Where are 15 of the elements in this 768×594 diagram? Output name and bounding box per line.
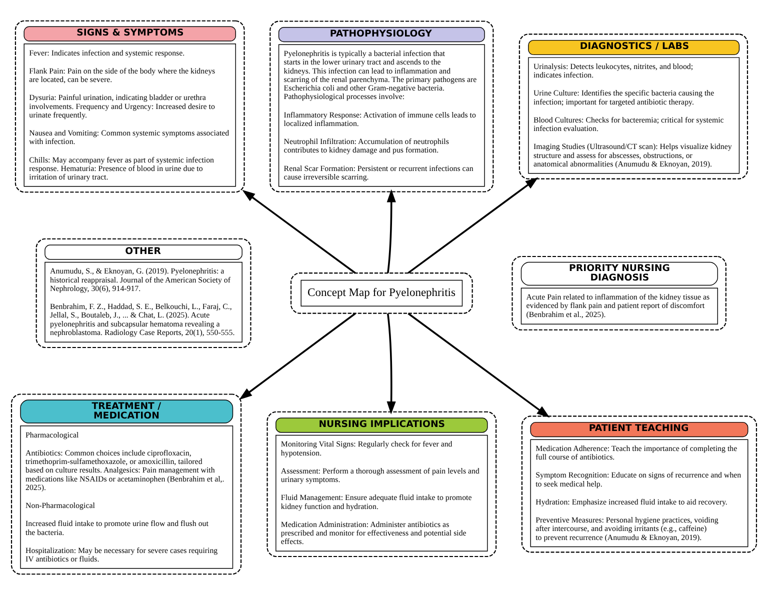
arrow — [386, 312, 396, 414]
node-box: TREATMENT / MEDICATION Pharmacological Antibiotics: Common choices include ciprofloxacin, trimethoprim-sulfamethoxazole, or amoxicillin, tailored based on culture results. Analgesics: Pain management with medications like NSAIDs or acetaminophen (Benbrahim et al,. 2025). Non-Pharmacological Increased fluid intake to promote urine flow and flush out the bacteria. Hospitalization: May be necessary for severe cases requiring IV antibiotics or fluids. — [10, 393, 242, 574]
node-box: PATHOPHYSIOLOGY Pyelonephritis is typically a bacterial infection that starts in the lower urinary tract and ascends to the kidneys. This infection can lead to inflammation and scarring of the renal parenchyma. The primary pathogens are Escherichia coli and other Gram-negative bacteria. Pathophysiological processes involve: Inflammatory Response: Activation of immune cells leads to localized inflammation. Neutrophil Infiltration: Accumulation of neutrophils contributes to kidney damage and pus formation. Renal Scar Formation: Persistent or recurrent infections can cause irreversible scarring. — [270, 20, 494, 192]
node-box: SIGNS & SYMPTOMS Fever: Indicates infection and systemic response. Flank Pain: Pain on the side of the body where the kidneys are located, can be severe. Dysuria: Painful urination, indicating bladder or urethra involvements. Frequency and Urgency: Increased desire to urinate frequently. Nausea and Vomiting: Common systemic symptoms associated with infection. Chills: May accompany fever as part of systemic infection response. Hematuria: Presence of blood in urine due to irritation of urinary tract. — [14, 20, 245, 192]
arrow — [408, 312, 550, 418]
node-box: OTHER Anumudu, S., & Eknoyan, G. (2019). Pyelonephritis: a historical reappraisal. Journal of the American Society of Nephrology, 30(6), 914-917. Benbrahim, F. Z., Haddad, S. E., Belkouchi, L., Faraj, C., Jellal, S., Boutaleb, J., ... & Chat, L. (2025). Acute pyelonephritis and subcapsular hematoma revealing a nephroblastoma. Radiology Case Reports, 20(1), 550-555. — [36, 238, 252, 348]
arrow — [386, 188, 396, 273]
node-box: NURSING IMPLICATIONS Monitoring Vital Signs: Regularly check for fever and hypotension. Assessment: Perform a thorough assessment of pain levels and urinary symptoms. Fluid Management: Ensure adequate fluid intake to promote kidney function and hydration. Medication Administration: Administer antibiotics as prescribed and monitor for effectiveness and potential side effects. — [266, 410, 497, 557]
node-box: PATIENT TEACHING Medication Adherence: Teach the importance of completing the full course of antibiotics. Symptom Recognition: Educate on signs of recurrence and when to seek medical help. Hydration: Emphasize increased fluid intake to aid recovery. Preventive Measures: Personal hygiene practices, voiding after intercourse, and avoiding irritants (e.g., caffeine) to prevent recurrence (Anumudu & Eknoyan, 2019). — [521, 415, 758, 552]
node-box: DIAGNOSTICS / LABS Urinalysis: Detects leukocytes, nitrites, and blood; indicates infection. Urine Culture: Identifies the specific bacteria causing the infection; important for targeted antibiotic therapy. Blood Cultures: Checks for bacteremia; critical for systemic infection evaluation. Imaging Studies (Ultrasound/CT scan): Helps visualize kidney structure and assess for abscesses, obstructions, or anatomical abnormalities (Anumudu & Eknoyan, 2019). — [518, 33, 748, 179]
node-box: PRIORITY NURSING DIAGNOSIS Acute Pain related to inflammation of the kidney tissue as evidenced by flank pain and patient report of discomfort (Benbrahim et al., 2025). — [512, 255, 726, 330]
node-box: Concept Map for Pyelonephritis — [290, 272, 473, 314]
arrow — [242, 189, 356, 274]
arrow — [239, 312, 356, 400]
arrow — [408, 176, 538, 274]
